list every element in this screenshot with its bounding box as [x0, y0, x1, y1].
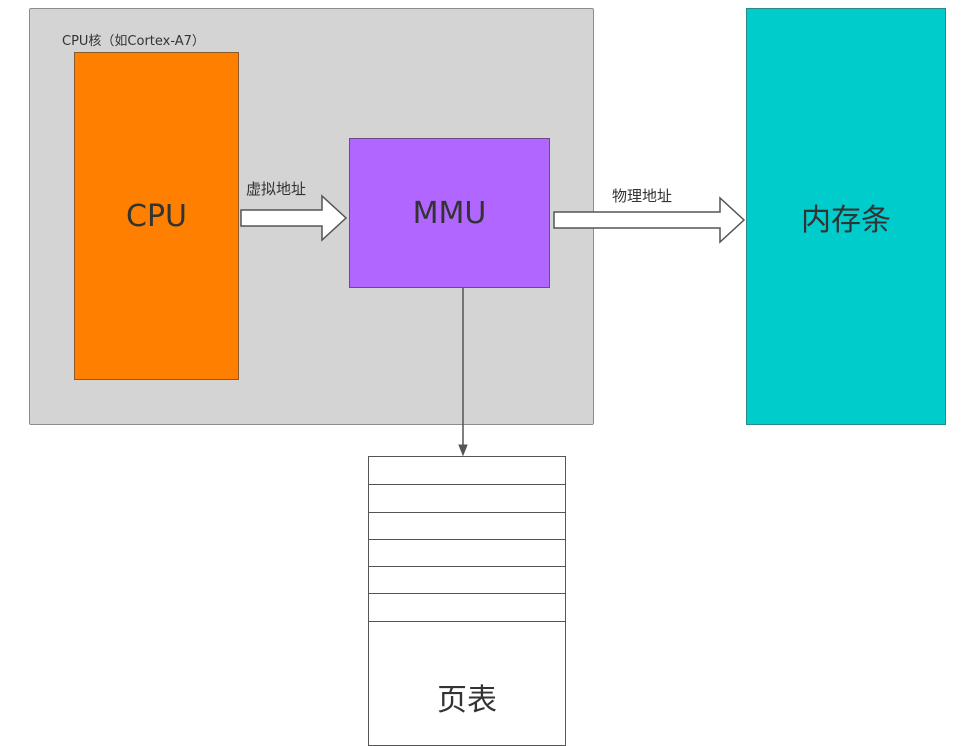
cpu-core-label: CPU核（如Cortex-A7） [62, 34, 205, 49]
mmu-label: MMU [412, 195, 487, 231]
page-table-entry [369, 566, 565, 595]
page-table-entry [369, 512, 565, 540]
page-table-label: 页表 [437, 683, 497, 718]
virtual-address-arrow [240, 194, 348, 242]
physical-address-arrow [553, 196, 746, 244]
page-table-entry [369, 594, 565, 622]
virtual-address-label: 虚拟地址 [246, 180, 307, 198]
page-table-block: 页表 [368, 456, 566, 746]
memory-label: 内存条 [801, 202, 891, 238]
page-table-entry [369, 484, 565, 513]
page-table-entry [369, 539, 565, 568]
mmu-to-page-table-arrowhead [458, 444, 468, 457]
memory-block: 内存条 [746, 8, 946, 425]
mmu-block: MMU [349, 138, 550, 288]
physical-address-label: 物理地址 [612, 187, 673, 205]
page-table-entry [369, 457, 565, 486]
cpu-label: CPU [126, 198, 187, 234]
cpu-block: CPU [74, 52, 239, 380]
